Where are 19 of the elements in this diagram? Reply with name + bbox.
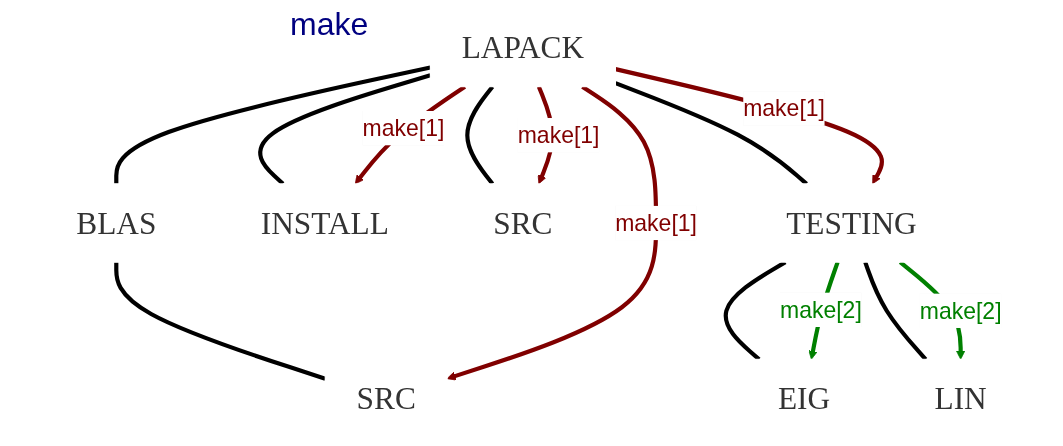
edge-label: make[1] [743,95,825,122]
note-label: make [290,6,369,43]
node-text: BLAS [76,205,157,241]
connector [863,261,928,361]
edge-label: make[1] [517,122,600,149]
edge-label: make[2] [780,296,862,323]
arrow [615,67,885,185]
node-text: EIG [777,381,831,416]
node-text: LIN [934,381,987,416]
node-text: SRC [493,205,553,241]
edge-label: make[1] [615,209,697,237]
node-text: LAPACK [461,30,585,65]
edge-label: make[1] [362,115,445,142]
connector [114,65,431,184]
connector [114,262,326,381]
edge-label: make[2] [919,297,1002,324]
node-text: TESTING [786,205,917,241]
node-text: SRC [356,381,416,416]
node-text: INSTALL [260,205,389,241]
